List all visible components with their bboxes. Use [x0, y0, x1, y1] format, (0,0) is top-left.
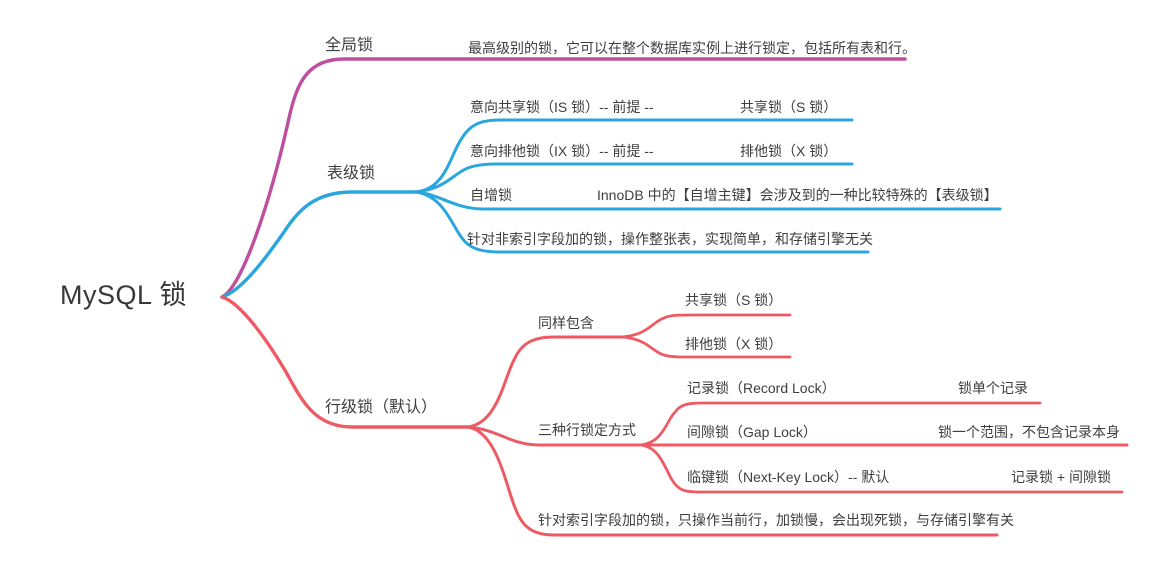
node-exclusive-lock-table: 排他锁（X 锁）	[740, 143, 838, 159]
line-three-lock-types	[466, 425, 1129, 447]
root-topic: MySQL 锁	[60, 280, 188, 310]
node-row-lock: 行级锁（默认）	[325, 399, 438, 416]
line-intention-exclusive-lock	[414, 162, 854, 194]
node-auto-increment-desc: InnoDB 中的【自增主键】会涉及到的一种比较特殊的【表级锁】	[597, 187, 998, 203]
line-record-lock	[638, 401, 1042, 447]
node-also-contains: 同样包含	[538, 315, 594, 331]
node-gap-lock: 间隙锁（Gap Lock）	[687, 424, 817, 440]
line-table-lock-note	[414, 190, 870, 254]
line-row-lock-note	[466, 425, 999, 537]
node-next-key-lock: 临键锁（Next-Key Lock）-- 默认	[687, 469, 890, 485]
node-next-key-lock-desc: 记录锁 + 间隙锁	[1011, 469, 1111, 485]
node-global-lock-desc: 最高级别的锁，它可以在整个数据库实例上进行锁定，包括所有表和行。	[468, 40, 916, 56]
node-global-lock: 全局锁	[325, 37, 374, 54]
branch-table-line	[220, 190, 418, 299]
line-exclusive-lock-row	[620, 335, 792, 359]
line-also-contains	[466, 335, 624, 429]
node-intention-exclusive-lock: 意向排他锁（IX 锁）-- 前提 --	[470, 143, 654, 159]
node-shared-lock-row: 共享锁（S 锁）	[685, 292, 783, 308]
line-intention-shared-lock	[414, 118, 854, 194]
node-table-lock: 表级锁	[327, 165, 376, 182]
node-exclusive-lock-row: 排他锁（X 锁）	[685, 336, 783, 352]
node-three-lock-types: 三种行锁定方式	[538, 422, 636, 438]
node-shared-lock-table: 共享锁（S 锁）	[740, 99, 838, 115]
node-row-lock-note: 针对索引字段加的锁，只操作当前行，加锁慢，会出现死锁，与存储引擎有关	[538, 512, 1014, 528]
node-record-lock: 记录锁（Record Lock）	[687, 380, 836, 396]
node-table-lock-note: 针对非索引字段加的锁，操作整张表，实现简单，和存储引擎无关	[467, 231, 873, 247]
branch-row-line	[220, 295, 470, 429]
node-record-lock-desc: 锁单个记录	[958, 380, 1028, 396]
line-next-key-lock	[638, 443, 1124, 494]
node-auto-increment-lock: 自增锁	[470, 187, 512, 203]
line-shared-lock-row	[620, 313, 792, 339]
branch-global-line	[220, 57, 907, 299]
node-gap-lock-desc: 锁一个范围，不包含记录本身	[938, 424, 1120, 440]
node-intention-shared-lock: 意向共享锁（IS 锁）-- 前提 --	[470, 99, 654, 115]
